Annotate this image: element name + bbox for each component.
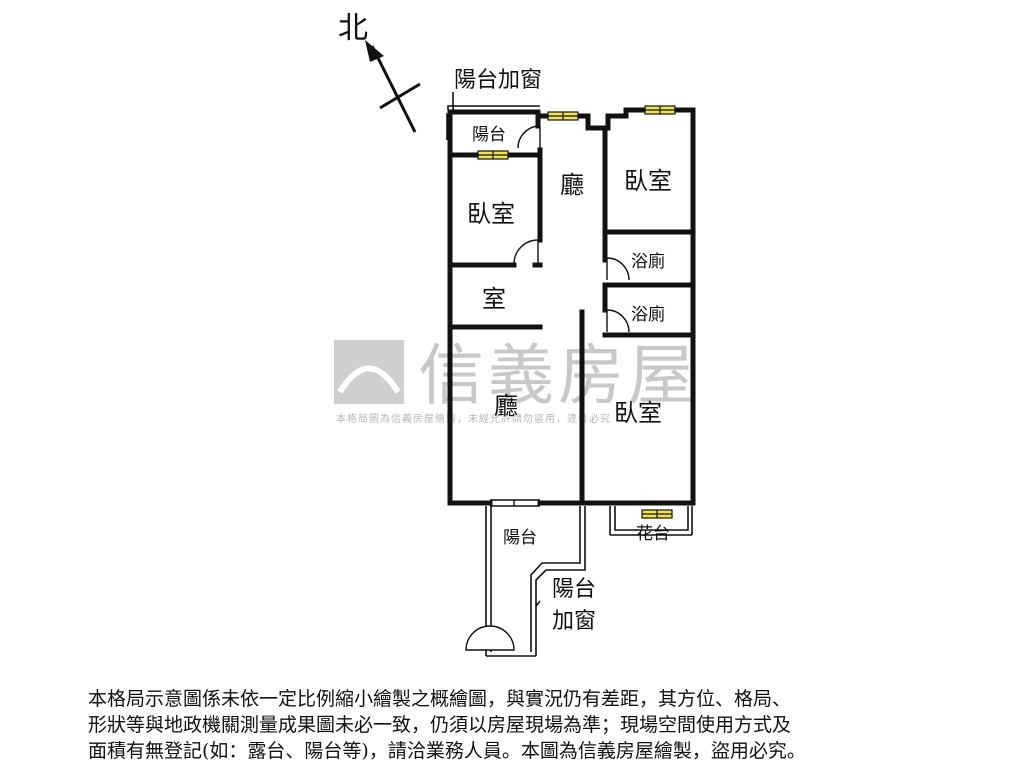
disclaimer-line-1: 本格局示意圖係未依一定比例縮小繪製之概繪圖，與實況仍有差距，其方位、格局、 [88, 688, 792, 710]
disclaimer-line-3: 面積有無登記(如：露台、陽台等)，請洽業務人員。本圖為信義房屋繪製，盜用必究。 [88, 740, 806, 762]
disclaimer: 本格局示意圖係未依一定比例縮小繪製之概繪圖，與實況仍有差距，其方位、格局、 形狀… [88, 686, 948, 764]
room-label-flower-bed: 花台 [636, 524, 670, 544]
room-label-living-room-upper: 廳 [560, 171, 584, 199]
watermark-notice: 本格局圖為信義房屋繪製，未經允許請勿盜用，違者必究 [336, 412, 611, 425]
room-label-bedroom-west: 臥室 [467, 200, 515, 228]
watermark: 信義房屋 本格局圖為信義房屋繪製，未經允許請勿盜用，違者必究 [334, 337, 698, 425]
north-arrow-icon [365, 40, 384, 62]
room-label-living-room-lower: 廳 [494, 392, 518, 420]
window-icon [641, 509, 673, 519]
walls [447, 107, 696, 506]
room-label-small-room: 室 [482, 285, 506, 313]
annotation-top-balcony-window: 陽台加窗 [454, 68, 542, 93]
room-label-bedroom-northeast: 臥室 [624, 167, 672, 195]
window-icon [644, 105, 676, 115]
door-icon [606, 309, 630, 333]
door-icon [517, 125, 541, 149]
door-icon [513, 239, 539, 265]
disclaimer-line-2: 形狀等與地政機關測量成果圖未必一致，仍須以房屋現場為準；現場空間使用方式及 [88, 714, 792, 736]
annotation-bottom-balcony-window-line2: 加窗 [552, 609, 596, 634]
room-label-bathroom-1: 浴廁 [631, 251, 665, 272]
room-label-bedroom-southeast: 臥室 [614, 399, 662, 427]
window-icon [477, 150, 509, 160]
room-label-bathroom-2: 浴廁 [631, 304, 665, 325]
door-icon [465, 625, 515, 651]
doors [465, 125, 630, 651]
window-icon [547, 111, 579, 121]
windows [477, 105, 676, 519]
room-label-bottom-balcony: 陽台 [503, 528, 537, 548]
north-label: 北 [338, 11, 368, 46]
room-label-top-balcony: 陽台 [472, 125, 506, 145]
door-icon [606, 257, 630, 281]
watermark-brand: 信義房屋 [418, 337, 698, 414]
compass: 北 [338, 11, 421, 133]
floor-plan: 北 信義房屋 本格局圖為信義房屋繪製，未經允許請勿盜用，違者必究 [334, 11, 698, 657]
watermark-logo-icon [334, 340, 404, 404]
annotation-bottom-balcony-window-line1: 陽台 [552, 577, 596, 602]
